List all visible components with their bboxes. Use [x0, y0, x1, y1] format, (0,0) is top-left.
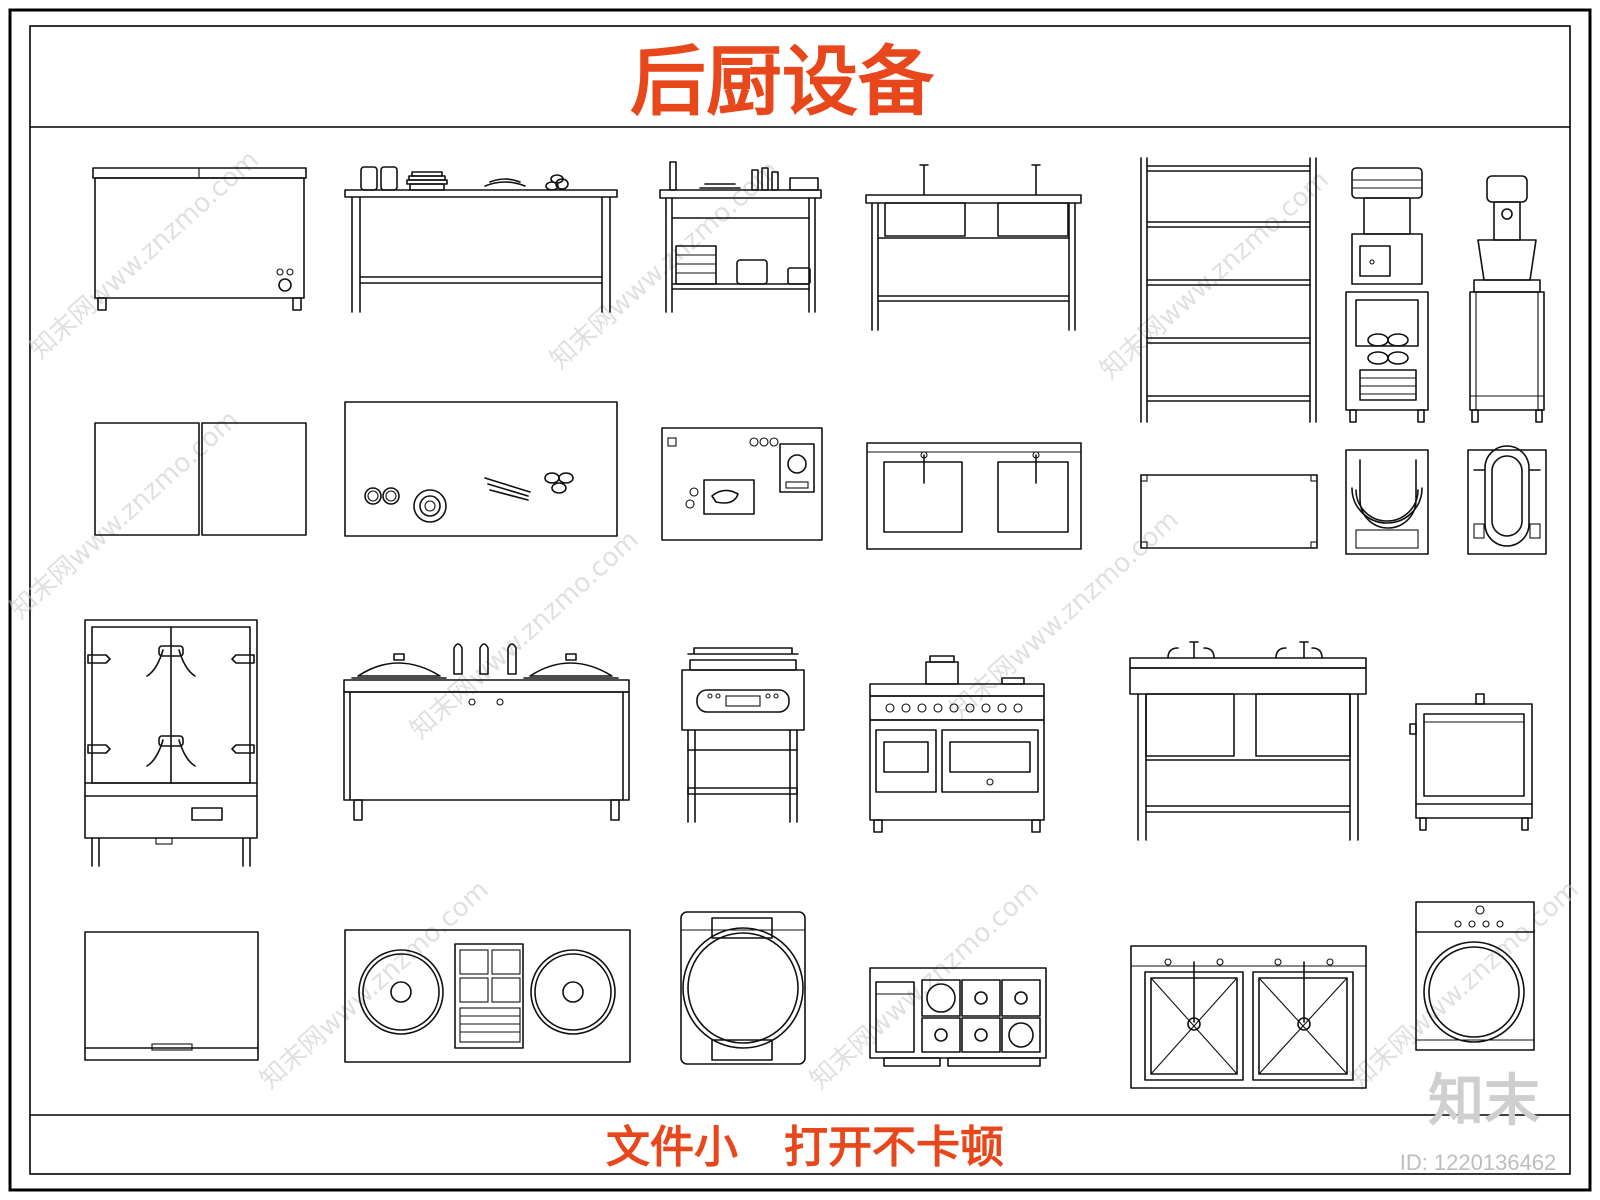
- watermark-text: 知末网www.znzmo.com: [1095, 165, 1335, 385]
- large-sink-top: [1130, 945, 1367, 1089]
- watermark-text: 知末网www.znzmo.com: [545, 155, 785, 375]
- double-sink-front: [865, 164, 1082, 331]
- work-table-with-drawers-front: [659, 161, 822, 313]
- footer-slogan: 文件小 打开不卡顿: [606, 1122, 1004, 1173]
- watermark-text: 知末网www.znzmo.com: [945, 505, 1185, 725]
- storage-shelf-top: [1140, 474, 1318, 549]
- storage-shelf-front: [1140, 157, 1317, 423]
- stir-fry-machine-top: [1345, 449, 1429, 555]
- gas-range-top: [869, 967, 1047, 1067]
- soup-stove-top: [344, 929, 631, 1063]
- work-table-top: [661, 427, 823, 541]
- sheet-frame: [8, 8, 1592, 1192]
- mixer-top: [1467, 445, 1547, 555]
- watermark-text: 知末网www.znzmo.com: [805, 875, 1045, 1095]
- mixer-front: [1469, 175, 1545, 423]
- watermark-text: 知末网www.znzmo.com: [1345, 875, 1585, 1095]
- watermark-text: 知末网www.znzmo.com: [405, 525, 645, 745]
- chest-freezer-front: [92, 167, 307, 311]
- prep-table-top: [344, 401, 618, 537]
- steam-cabinet-front: [84, 619, 258, 867]
- dishwasher-top: [1415, 901, 1535, 1051]
- image-id-label: ID: 1220136462: [1400, 1150, 1557, 1175]
- stir-fry-machine-front: [1345, 167, 1429, 423]
- chest-freezer-top: [94, 422, 307, 536]
- soup-stove-front: [343, 643, 630, 821]
- brand-logo: 知末: [1428, 1069, 1540, 1134]
- induction-wok-front: [681, 647, 805, 823]
- dishwasher-front: [1409, 693, 1533, 831]
- steam-cabinet-top: [84, 931, 259, 1061]
- gas-range-oven-front: [869, 655, 1045, 833]
- prep-table-front: [344, 166, 618, 313]
- induction-wok-top: [680, 911, 806, 1065]
- double-sink-top: [866, 442, 1082, 550]
- page-title: 后厨设备: [630, 37, 935, 126]
- watermark-text: 知末网www.znzmo.com: [5, 405, 245, 625]
- large-sink-front: [1129, 641, 1367, 841]
